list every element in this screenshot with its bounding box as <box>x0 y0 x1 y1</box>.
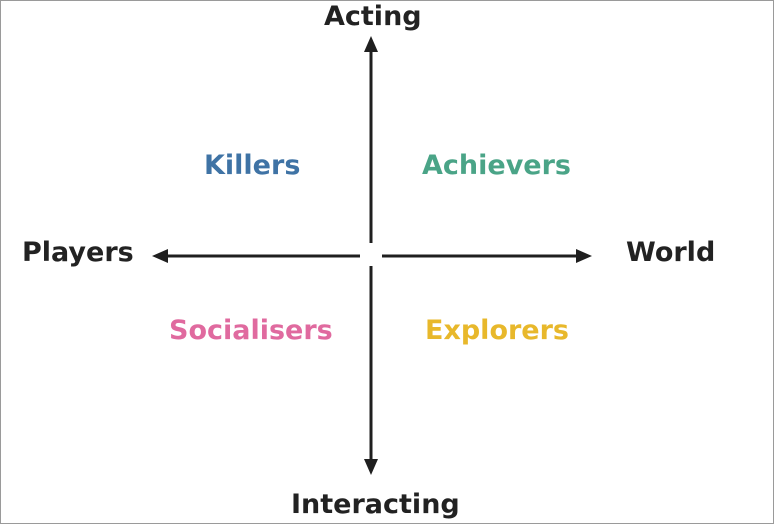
axis-label-top: Acting <box>324 1 422 32</box>
arrow-up-icon <box>364 36 378 52</box>
quadrant-label-explorers: Explorers <box>425 315 570 346</box>
quadrant-label-achievers: Achievers <box>422 150 571 181</box>
axis-label-right: World <box>626 237 716 268</box>
axis-label-bottom: Interacting <box>291 489 460 520</box>
axis-label-left: Players <box>22 237 134 268</box>
quadrant-label-killers: Killers <box>204 150 301 181</box>
quadrant-label-socialisers: Socialisers <box>169 315 333 346</box>
arrow-right-icon <box>576 249 592 263</box>
arrow-down-icon <box>364 459 378 475</box>
arrow-left-icon <box>152 249 168 263</box>
